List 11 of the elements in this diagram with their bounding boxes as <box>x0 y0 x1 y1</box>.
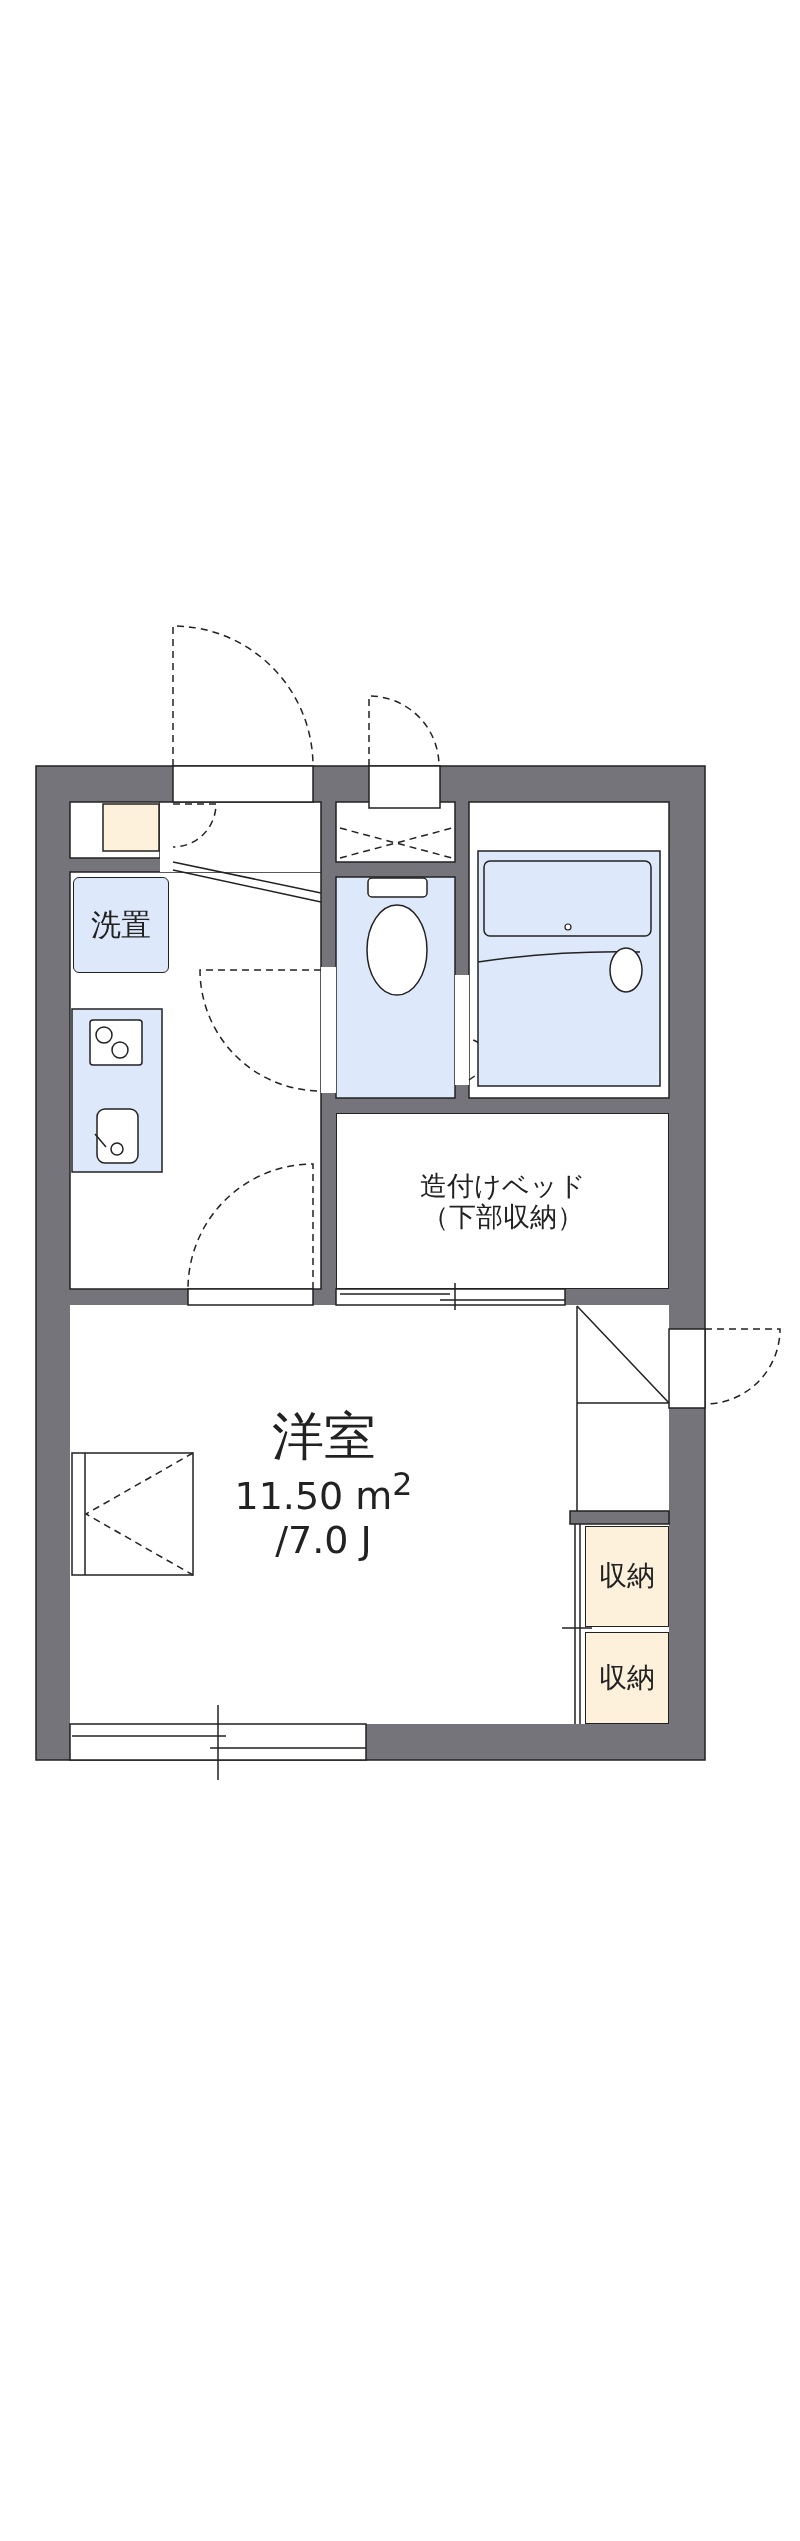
area-label: 11.50 m$^{2}$ <box>234 1466 413 1519</box>
washer-space <box>73 877 169 973</box>
room-label: 洗置 <box>91 907 151 943</box>
bed-box <box>336 1113 669 1289</box>
storage-box <box>585 1526 669 1627</box>
room-label: 造付けベッド（下部収納） <box>418 1169 587 1233</box>
room-label: 洋室 <box>271 1406 376 1467</box>
room-label: 収納 <box>599 1560 655 1593</box>
storage-box <box>585 1632 669 1724</box>
room-label: 収納 <box>599 1661 655 1695</box>
area-label: /7.0 J <box>275 1518 372 1563</box>
